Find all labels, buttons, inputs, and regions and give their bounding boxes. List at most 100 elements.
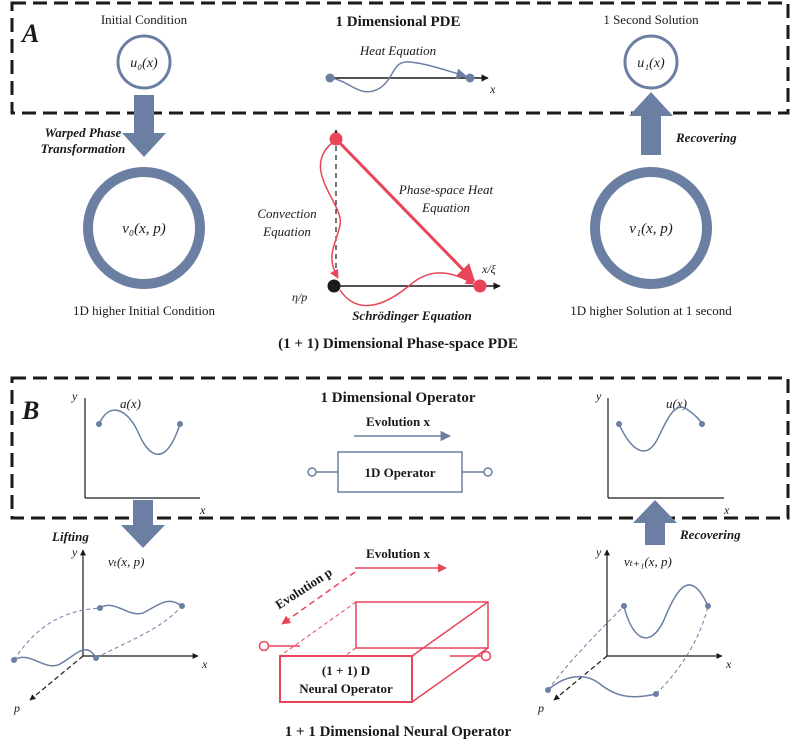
panel-b: B 1 Dimensional Operator y x a(x) y x u(… (10, 376, 790, 740)
initial-condition-label: Initial Condition (101, 12, 188, 27)
v0-label: v₀(x, p) (122, 221, 166, 237)
vt-dot-3 (11, 657, 17, 663)
vt1-left-edge (547, 605, 625, 691)
vt-front-curve (13, 649, 97, 667)
panel-a: A 1 Dimensional PDE Initial Condition u₀… (10, 1, 790, 352)
lifting-label: Lifting (51, 529, 89, 544)
a-curve (98, 409, 181, 455)
vt1-dot-1 (621, 603, 627, 609)
recovering-up-arrow (629, 92, 673, 155)
v1-ring (590, 167, 712, 289)
neural-box-back (355, 601, 489, 649)
u-start-dot (616, 421, 622, 427)
operator-1d-box (337, 451, 463, 493)
u-end-dot (699, 421, 705, 427)
neural-box-front (279, 655, 413, 703)
vt1-back-curve (623, 584, 709, 639)
u0-label: u₀(x) (130, 56, 158, 71)
heat-equation-label: Heat Equation (359, 43, 436, 58)
vt1-p-label: p (537, 701, 544, 715)
panel-a-letter: A (20, 19, 39, 48)
warped-label-1: Warped Phase (45, 125, 122, 140)
convection-arrow (319, 142, 341, 279)
warped-label-2: Transformation (41, 141, 126, 156)
right-caption: 1D higher Solution at 1 second (570, 303, 732, 318)
u0-circle (116, 34, 172, 90)
phase-heat-label-1: Phase-space Heat (398, 182, 494, 197)
u-curve (618, 406, 703, 452)
vt1-dot-4 (653, 691, 659, 697)
vt1-dot-2 (705, 603, 711, 609)
phase-xi-label: x/ξ (481, 262, 497, 276)
panel-a-title: 1 Dimensional PDE (335, 14, 460, 30)
neural-label-2: Neural Operator (299, 681, 393, 696)
schrodinger-arrow (339, 272, 475, 307)
neural-out-port (480, 650, 492, 662)
vt-dot-4 (93, 655, 99, 661)
phase-origin-dot (327, 279, 341, 293)
ax-y-label: y (71, 389, 78, 403)
v1-label: v₁(x, p) (629, 221, 673, 237)
operator-in-port (307, 467, 317, 477)
schrodinger-label: Schrödinger Equation (352, 308, 472, 323)
vt-label: vₜ(x, p) (108, 554, 144, 569)
vt1-right-edge (655, 605, 709, 695)
panel-b-title: 1 Dimensional Operator (321, 390, 476, 406)
neural-edge-tl (279, 601, 357, 657)
vt1-label: vₜ₊₁(x, p) (624, 554, 672, 569)
heat-start-dot (325, 73, 335, 83)
phase-top-dot (329, 132, 343, 146)
panel-a-dashed-box (10, 1, 790, 115)
neural-edge-tr (411, 601, 489, 657)
heat-end-dot (465, 73, 475, 83)
panel-b-footer: 1 + 1 Dimensional Neural Operator (285, 724, 512, 740)
neural-edge-br (411, 647, 489, 703)
solution-label: 1 Second Solution (603, 12, 699, 27)
vt-dot-1 (97, 605, 103, 611)
heat-curve (329, 61, 468, 93)
vt1-y-label: y (595, 545, 602, 559)
recovering-label-b: Recovering (679, 527, 741, 542)
operator-out-port (483, 467, 493, 477)
vt-back-curve (99, 600, 183, 615)
vt1-front-curve (547, 675, 657, 698)
heat-x-label: x (489, 82, 496, 96)
ux-y-label: y (595, 389, 602, 403)
recovering-label-a: Recovering (675, 130, 737, 145)
phase-end-dot (473, 279, 487, 293)
u1-label: u₁(x) (637, 56, 665, 71)
left-caption: 1D higher Initial Condition (73, 303, 215, 318)
lifting-down-arrow (121, 500, 165, 548)
panel-b-letter: B (21, 396, 39, 425)
a-start-dot (96, 421, 102, 427)
convection-label-1: Convection (257, 206, 316, 221)
vt-p-axis (29, 655, 84, 701)
ux-x-label: x (723, 503, 730, 517)
neural-label-1: (1 + 1) D (322, 663, 370, 678)
panel-a-footer: (1 + 1) Dimensional Phase-space PDE (278, 336, 518, 352)
u1-circle (623, 34, 679, 90)
vt-dot-2 (179, 603, 185, 609)
vt-p-label: p (13, 701, 20, 715)
vt-left-edge (13, 607, 101, 661)
warped-down-arrow (122, 95, 166, 157)
v0-ring (83, 167, 205, 289)
vt-x-label: x (201, 657, 208, 671)
phase-heat-arrow (334, 137, 476, 283)
phase-eta-label: η/p (292, 290, 307, 304)
recovering-up-arrow-b (633, 500, 677, 545)
operator-1d-label: 1D Operator (364, 465, 435, 480)
vt-y-label: y (71, 545, 78, 559)
vt1-dot-3 (545, 687, 551, 693)
evolution-p-label: Evolution p (272, 564, 334, 612)
evolution-p-arrow (281, 571, 356, 625)
a-end-dot (177, 421, 183, 427)
evolution-x-label-2: Evolution x (366, 546, 430, 561)
vt1-x-label: x (725, 657, 732, 671)
a-label: a(x) (120, 396, 141, 411)
vt1-p-axis (553, 655, 608, 701)
neural-in-port (258, 640, 270, 652)
phase-heat-label-2: Equation (421, 200, 470, 215)
ax-x-label: x (199, 503, 206, 517)
